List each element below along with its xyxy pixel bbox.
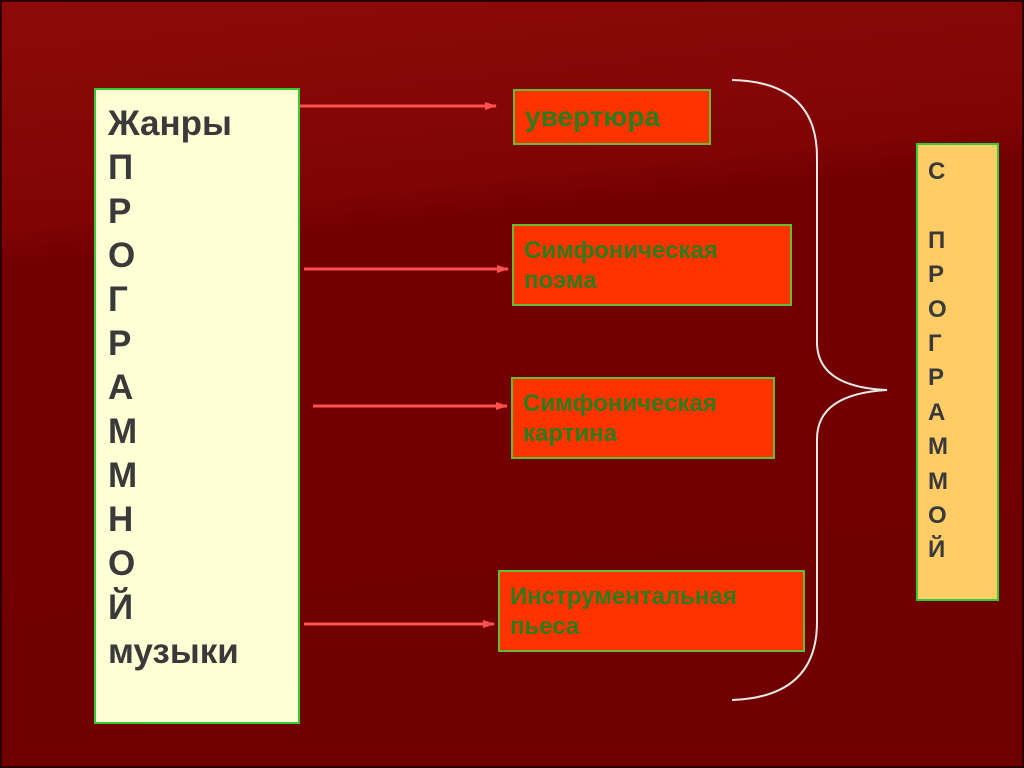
genre-instrumental-piece-box: Инструментальная пьеса <box>498 570 805 652</box>
right-label-line-8: М <box>928 433 948 461</box>
genre-label-line-1: пьеса <box>510 613 580 640</box>
left-label-line-8: М <box>108 456 138 495</box>
left-label-line-7: М <box>108 412 138 451</box>
genre-label-line-1: поэма <box>524 267 597 294</box>
left-label-line-9: Н <box>108 500 134 539</box>
genre-label-line-0: увертюра <box>525 101 661 132</box>
genre-label-line-1: картина <box>523 420 618 447</box>
right-label-line-6: Р <box>928 364 945 392</box>
right-label-line-1 <box>928 189 997 223</box>
right-label-line-4: О <box>928 295 947 323</box>
left-label-line-12: музыки <box>108 632 239 671</box>
left-label-line-2: Р <box>108 192 132 231</box>
left-label-line-10: О <box>108 544 136 583</box>
right-label-line-10: О <box>928 501 947 529</box>
right-label-line-3: Р <box>928 261 945 289</box>
left-label-line-0: Жанры <box>108 104 232 143</box>
genre-label-line-0: Симфоническая <box>524 237 718 264</box>
right-label-line-9: М <box>928 467 948 495</box>
right-label-line-5: Г <box>928 329 942 357</box>
genre-label-line-0: Инструментальная <box>510 583 737 610</box>
left-label-line-11: Й <box>108 588 134 627</box>
genre-overture-box: увертюра <box>513 89 711 145</box>
right-label-line-2: П <box>928 226 946 254</box>
left-label-line-1: П <box>108 148 134 187</box>
right-label-line-0: С <box>928 158 946 185</box>
genre-label-line-0: Симфоническая <box>523 390 717 417</box>
left-label-line-6: А <box>108 368 134 407</box>
genre-symphonic-picture-box: Симфоническая картина <box>511 377 775 459</box>
left-label-line-4: Г <box>108 280 128 319</box>
genre-symphonic-poem-box: Симфоническая поэма <box>512 224 792 306</box>
curly-brace <box>731 79 888 701</box>
left-label-line-5: Р <box>108 324 132 363</box>
left-label-line-3: О <box>108 236 136 275</box>
right-label-line-11: Й <box>928 536 946 564</box>
right-label-line-7: А <box>928 398 946 426</box>
